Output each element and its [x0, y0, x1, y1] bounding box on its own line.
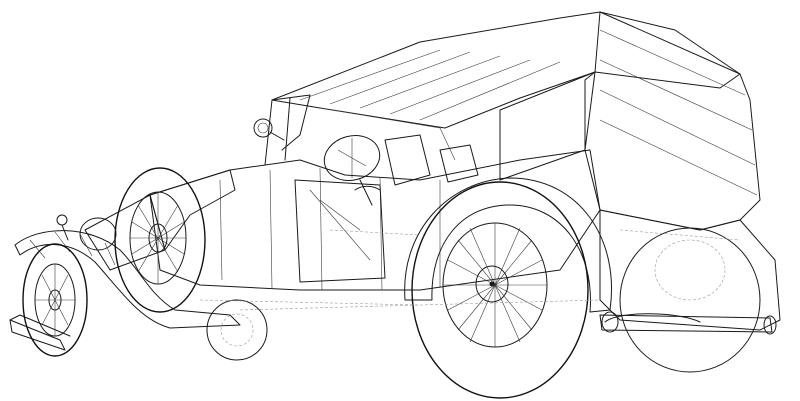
car-body-side — [149, 149, 601, 291]
chassis-hidden-lines — [199, 229, 741, 311]
car-roof — [271, 11, 741, 129]
rear-bumper — [599, 311, 777, 335]
windshield-frame — [264, 94, 456, 166]
front-right-wheel — [114, 167, 206, 313]
side-mirror — [253, 118, 285, 141]
rear-fender — [599, 209, 781, 373]
spare-wheel — [79, 217, 117, 251]
seats — [384, 134, 479, 186]
front-fender — [14, 230, 241, 329]
front-left-wheel — [22, 243, 88, 357]
steering-wheel — [323, 135, 381, 206]
headlight — [56, 214, 69, 241]
rear-main-wheel — [404, 177, 612, 399]
car-rear-body — [499, 11, 761, 231]
front-bumper — [9, 314, 71, 351]
rear-left-wheel — [206, 299, 268, 361]
